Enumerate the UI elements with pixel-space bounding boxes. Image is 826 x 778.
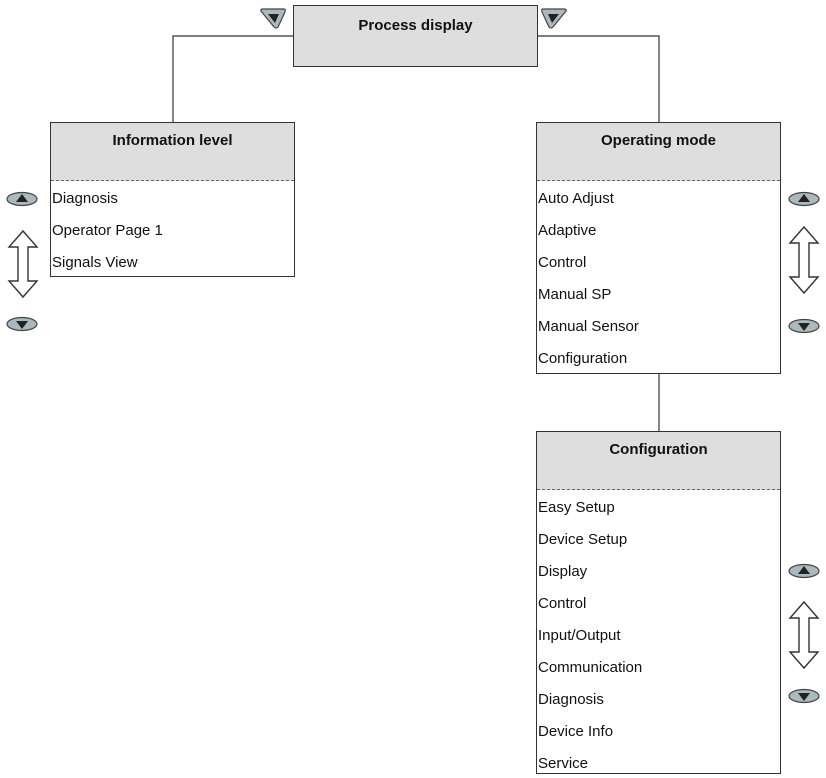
information-level-box: Information level Diagnosis Operator Pag…	[50, 122, 295, 277]
operating-mode-box: Operating mode Auto Adjust Adaptive Cont…	[536, 122, 781, 374]
operating-item-auto-adjust[interactable]: Auto Adjust	[538, 190, 614, 207]
key-up-icon	[788, 191, 820, 207]
info-item-diagnosis[interactable]: Diagnosis	[52, 190, 118, 207]
config-item-easy-setup[interactable]: Easy Setup	[538, 499, 615, 516]
config-item-display[interactable]: Display	[538, 563, 588, 580]
process-display-box: Process display	[293, 5, 538, 67]
key-down-icon	[788, 318, 820, 334]
key-up-icon	[6, 191, 38, 207]
configuration-box: Configuration Easy Setup Device Setup Di…	[536, 431, 781, 774]
config-item-control[interactable]: Control	[538, 595, 587, 612]
double-arrow-icon	[788, 225, 820, 295]
key-down-icon	[788, 688, 820, 704]
config-item-communication[interactable]: Communication	[538, 659, 643, 676]
information-level-title: Information level	[51, 123, 294, 181]
info-item-operator-page-1[interactable]: Operator Page 1	[52, 222, 163, 239]
configuration-title: Configuration	[537, 432, 780, 490]
info-item-signals-view[interactable]: Signals View	[52, 254, 138, 271]
config-item-input-output[interactable]: Input/Output	[538, 627, 621, 644]
double-arrow-icon	[7, 229, 39, 299]
connector-process-to-info	[172, 35, 293, 122]
operating-item-adaptive[interactable]: Adaptive	[538, 222, 597, 239]
config-item-diagnosis[interactable]: Diagnosis	[538, 691, 604, 708]
key-left-icon	[260, 8, 286, 29]
connector-process-to-operating	[538, 35, 660, 122]
process-display-title: Process display	[358, 17, 473, 34]
key-up-icon	[788, 563, 820, 579]
key-right-icon	[541, 8, 567, 29]
key-down-icon	[6, 316, 38, 332]
config-item-device-setup[interactable]: Device Setup	[538, 531, 628, 548]
config-item-device-info[interactable]: Device Info	[538, 723, 614, 740]
operating-item-manual-sensor[interactable]: Manual Sensor	[538, 318, 639, 335]
config-item-service[interactable]: Service	[538, 755, 589, 772]
double-arrow-icon	[788, 600, 820, 670]
operating-item-configuration[interactable]: Configuration	[538, 350, 628, 367]
operating-item-control[interactable]: Control	[538, 254, 587, 271]
operating-mode-title: Operating mode	[537, 123, 780, 181]
operating-item-manual-sp[interactable]: Manual SP	[538, 286, 612, 303]
